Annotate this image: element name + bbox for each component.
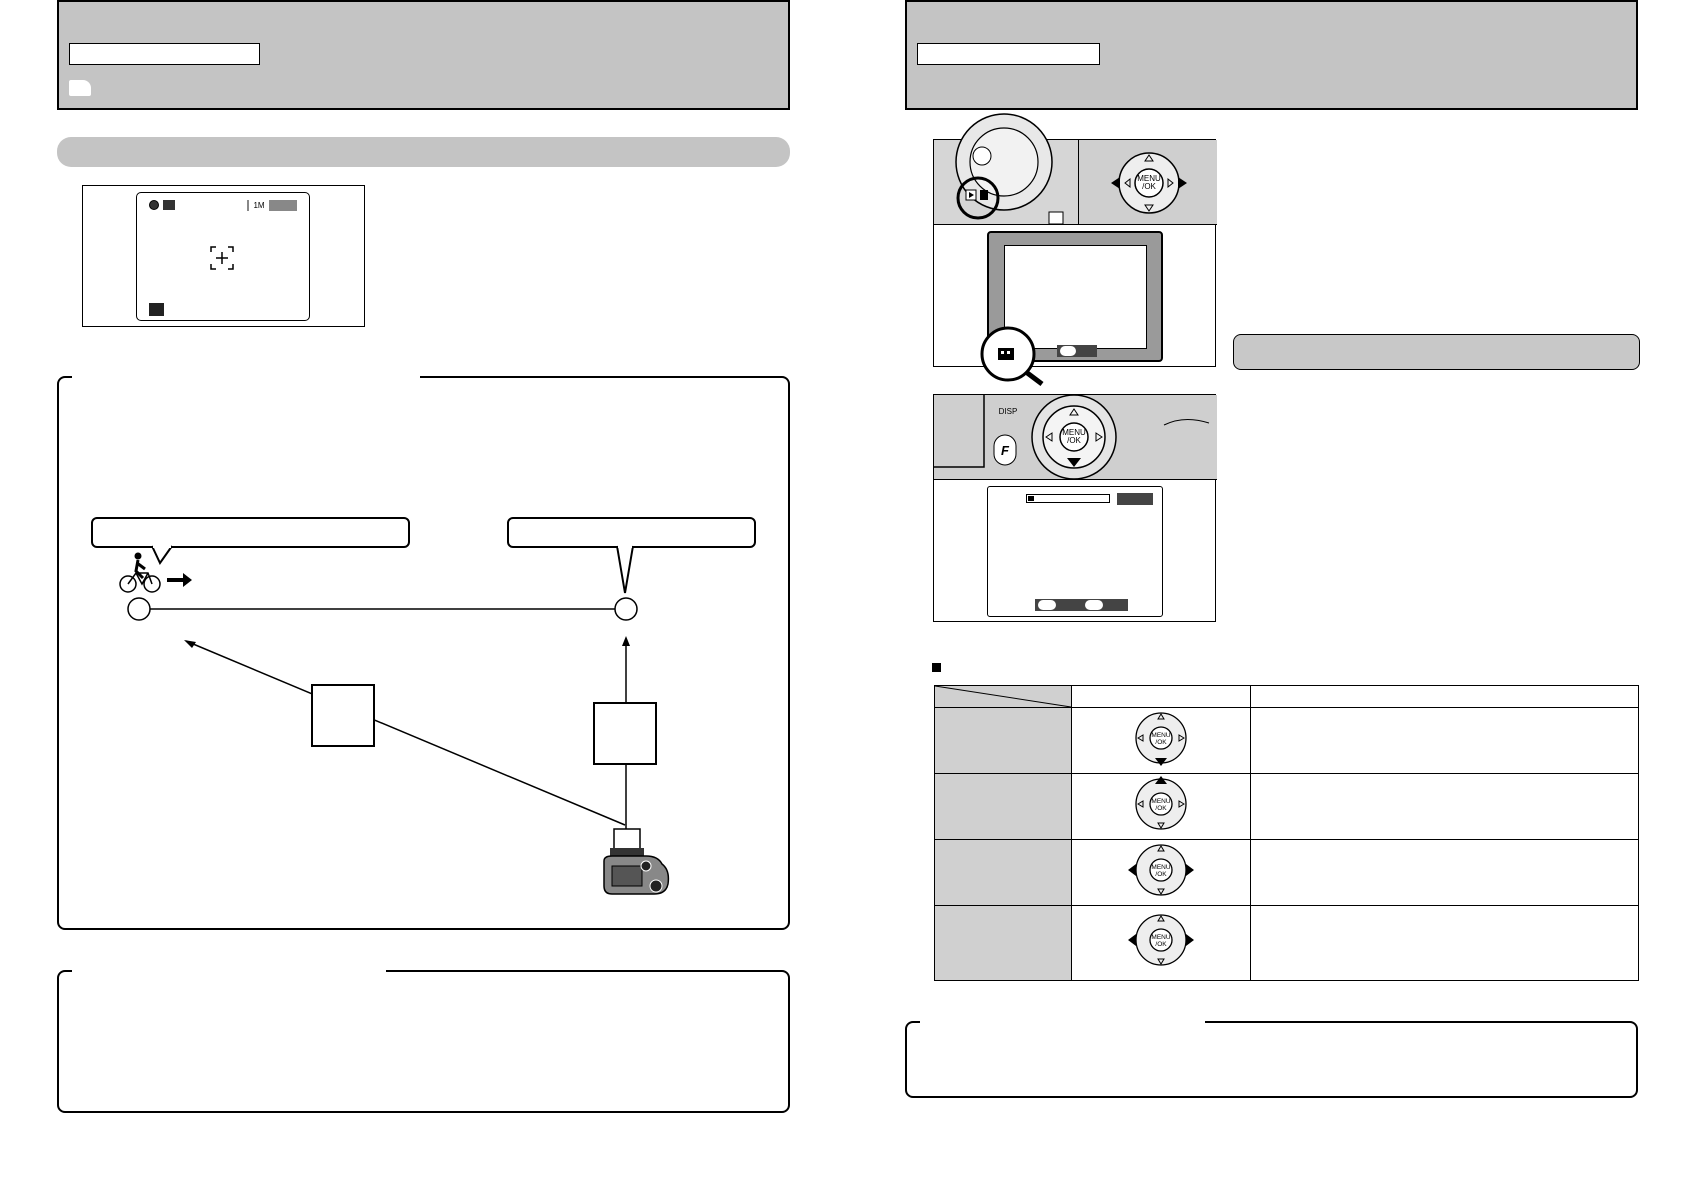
up-down-key-hint [1035, 599, 1128, 611]
diagram-label-box-1 [311, 684, 375, 747]
svg-text:MENU: MENU [1137, 174, 1161, 183]
table-row-label [934, 707, 1072, 774]
progress-fill [1028, 496, 1034, 501]
table-header-row [934, 685, 1639, 708]
svg-text:/OK: /OK [1142, 182, 1156, 191]
table-row-label [934, 905, 1072, 981]
section-tab-icon [69, 80, 91, 96]
table-row-description [1250, 707, 1639, 774]
table-row-button: MENU /OK [1071, 773, 1251, 840]
direction-pad-up-icon: MENU /OK [1135, 776, 1187, 830]
continuous-icon [163, 200, 175, 210]
down-key-hint [1057, 345, 1097, 357]
menu-lcd-badge [1117, 493, 1153, 505]
progress-bar [1026, 494, 1110, 503]
left-header [57, 0, 790, 110]
svg-text:/OK: /OK [1155, 941, 1167, 948]
right-note-box [905, 1021, 1638, 1098]
diagram-label-box-2 [593, 702, 657, 765]
svg-text:MENU: MENU [1151, 732, 1170, 739]
direction-pad-icon: MENU /OK [1111, 152, 1187, 214]
svg-text:/OK: /OK [1067, 436, 1081, 445]
direction-pad-left-right-icon-2: MENU /OK [1128, 914, 1194, 966]
table-row: MENU /OK [934, 707, 1639, 774]
table-header-cell-3 [1250, 685, 1639, 708]
diagram-box-title-gap [72, 373, 420, 379]
magnifier-icon [980, 326, 1044, 386]
step1-note-bar [1233, 334, 1640, 370]
table-row-button: MENU /OK [1071, 839, 1251, 906]
focus-frame-icon [210, 246, 234, 270]
table-row: MENU /OK [934, 839, 1639, 906]
lcd-preview-frame: 1M [82, 185, 365, 327]
svg-text:/OK: /OK [1155, 739, 1167, 746]
left-header-title-box [69, 43, 260, 65]
table-row-description [1250, 905, 1639, 981]
callout-left [91, 517, 410, 548]
corner-diagonal [934, 685, 1072, 708]
table-row-description [1250, 839, 1639, 906]
table-row-button: MENU /OK [1071, 905, 1251, 981]
table-corner-cell [934, 685, 1072, 708]
callout-right [507, 517, 756, 548]
table-header-cell-2 [1071, 685, 1251, 708]
mode-badge-text: 1M [249, 200, 269, 211]
camera-back-view: F DISP MENU /OK [934, 394, 1217, 480]
battery-icon [149, 303, 164, 316]
page-gutter [790, 0, 905, 1190]
f-button-label: F [1001, 443, 1010, 458]
left-section-bar [57, 137, 790, 167]
operations-table: MENU /OK MENU /OK [934, 685, 1639, 981]
table-row: MENU /OK [934, 773, 1639, 840]
right-header-title-box [917, 43, 1100, 65]
direction-pad-down-icon: MENU /OK [1135, 712, 1187, 766]
menu-lcd [987, 486, 1163, 617]
mode-badge: 1M [247, 200, 297, 211]
flash-icon [149, 200, 159, 210]
mode-dial-icon [955, 113, 1064, 225]
table-row: MENU /OK [934, 905, 1639, 981]
lcd-bezel [987, 231, 1163, 362]
svg-text:/OK: /OK [1155, 805, 1167, 812]
camera-top-view [934, 113, 1079, 225]
end-point [614, 597, 638, 621]
left-note-box [57, 970, 790, 1113]
up-arrow-icon [1038, 600, 1056, 610]
cyclist-icon [119, 552, 161, 593]
direction-pad-left-right-icon: MENU /OK [1128, 844, 1194, 896]
camera-icon [603, 828, 670, 895]
start-point [127, 597, 151, 621]
svg-text:/OK: /OK [1155, 871, 1167, 878]
svg-text:MENU: MENU [1151, 934, 1170, 941]
right-header [905, 0, 1638, 110]
step2-illustration: F DISP MENU /OK [933, 394, 1217, 622]
diagram-box [57, 376, 790, 930]
svg-text:MENU: MENU [1151, 798, 1170, 805]
table-heading-bullet [932, 663, 941, 672]
right-note-box-title-gap [920, 1018, 1205, 1024]
down-arrow-icon [1060, 346, 1076, 356]
lcd-screen: 1M [136, 192, 310, 321]
table-row-label [934, 839, 1072, 906]
table-row-label [934, 773, 1072, 840]
camera-back-controls: F DISP MENU /OK [934, 394, 1210, 480]
dpad-top-panel: MENU /OK [1079, 140, 1217, 225]
table-row-description [1250, 773, 1639, 840]
left-note-box-title-gap [72, 967, 386, 973]
svg-text:MENU: MENU [1062, 428, 1086, 437]
svg-text:MENU: MENU [1151, 864, 1170, 871]
table-row-button: MENU /OK [1071, 707, 1251, 774]
down-arrow-icon-2 [1085, 600, 1103, 610]
lcd-display [1004, 245, 1147, 349]
step1-illustration: MENU /OK [933, 113, 1217, 386]
disp-label: DISP [999, 407, 1018, 416]
